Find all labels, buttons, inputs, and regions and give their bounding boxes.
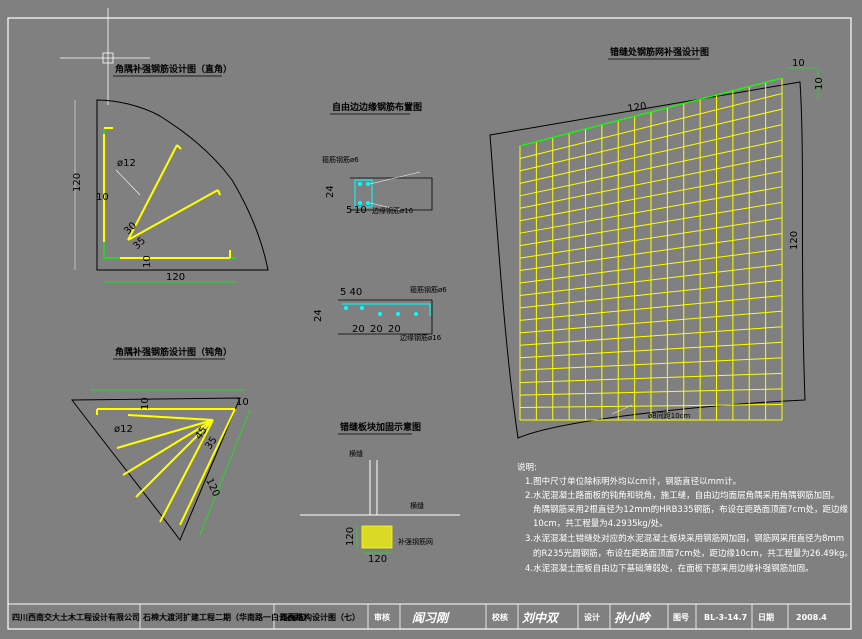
- mesh-horizontal-bar: [519, 357, 783, 371]
- acute-phi-label: ø12: [117, 158, 136, 169]
- obtuse-d120: 120: [203, 477, 221, 499]
- crosshair-cursor: [60, 8, 150, 105]
- acute-dim-side: 120: [72, 173, 83, 192]
- edge-top-dim-10: 10: [354, 205, 367, 216]
- joint-block-figure: 错缝板块加固示意图 横缝 横缝 补强钢筋网 120 120: [300, 421, 460, 565]
- mesh-horizontal-bar: [519, 388, 783, 396]
- mesh-top-edge: [519, 77, 783, 147]
- tb-date: 2008.4: [796, 613, 827, 622]
- mesh-horizontal-bar: [519, 217, 783, 259]
- joint-d120-v: 120: [345, 527, 356, 546]
- tb-design-label: 设计: [584, 612, 600, 622]
- joint-d120-h: 120: [368, 554, 387, 565]
- tb-design-signature: 孙小吟: [614, 611, 652, 625]
- acute-corner-figure: 角隅补强钢筋设计图（直角） 120 120 ø12 10 30 35 10: [72, 63, 269, 283]
- tb-drawing-name: 路面结构设计图（七）: [280, 612, 360, 622]
- mesh-d10-side: 10: [814, 77, 825, 90]
- acute-d10b: 10: [142, 255, 153, 268]
- seam-mesh-title: 错缝处钢筋网补强设计图: [610, 46, 709, 58]
- joint-label-c: 补强钢筋网: [398, 537, 433, 546]
- obtuse-corner-title: 角隅补强钢筋设计图（钝角）: [115, 346, 232, 358]
- edge-top-dim-24: 24: [325, 185, 336, 198]
- notes-line-7: 4.水泥混凝土面板自由边下基础薄弱处，在面板下部采用边缘补强钢筋加固。: [525, 563, 814, 574]
- edge-top-label-a: 箍筋钢筋ø6: [322, 155, 359, 164]
- mesh-horizontal-bar: [519, 326, 783, 346]
- notes-line-2: 2.水泥混凝土路面板的钝角和锐角，施工缝，自由边均面层角隅采用角隅钢筋加固。: [525, 490, 839, 501]
- seam-mesh-figure: 错缝处钢筋网补强设计图 10 10 120 120 ø8间距10cm: [489, 46, 825, 439]
- mesh-horizontal-bar: [519, 170, 783, 222]
- mesh-horizontal-bar: [519, 310, 783, 334]
- mesh-d10-top: 10: [792, 58, 805, 69]
- notes-line-1: 1.图中尺寸单位除标明外均以cm计，钢筋直径以mm计。: [525, 476, 741, 487]
- mesh-horizontal-bar: [519, 155, 783, 209]
- tb-project: 石棉大渡河扩建工程二期（华南路一白云西路）: [142, 612, 311, 622]
- joint-block-title: 错缝板块加固示意图: [340, 421, 421, 433]
- obtuse-d10b: 10: [236, 397, 249, 408]
- mesh-horizontal-bar: [519, 372, 783, 384]
- mesh-horizontal-bar: [519, 93, 783, 159]
- acute-d10a: 10: [96, 192, 109, 203]
- edge-bottom-label-a: 箍筋钢筋ø6: [410, 285, 447, 294]
- mesh-horizontal-bar: [519, 279, 783, 309]
- mesh-horizontal-bar: [519, 295, 783, 321]
- tb-date-label: 日期: [758, 612, 774, 622]
- obtuse-corner-figure: 角隅补强钢筋设计图（钝角） 10 ø12 10 45 35 120: [71, 346, 251, 541]
- notes-line-5: 3.水泥混凝土错缝处对应的水泥混凝土板块采用钢筋网加固，钢筋网采用直径为8mm: [525, 533, 844, 544]
- mesh-horizontal-bar: [519, 232, 783, 272]
- acute-dim-bottom: 120: [166, 272, 185, 283]
- mesh-d120-side: 120: [789, 231, 800, 250]
- tb-check-label: 校核: [492, 612, 508, 622]
- tb-figno: BL-3-14.7: [704, 613, 747, 622]
- notes-line-4: 10cm，共工程量为4.2935kg/处。: [533, 518, 668, 529]
- edge-bottom-dim-top: 5 40: [340, 287, 362, 298]
- title-block: 四川西南交大土木工程设计有限公司 石棉大渡河扩建工程二期（华南路一白云西路） 路…: [12, 604, 827, 629]
- notes-line-6: 的R235光圆钢筋，布设在距路面顶面7cm处，距边缘10cm，共工程量为26.4…: [533, 548, 853, 559]
- acute-corner-title: 角隅补强钢筋设计图（直角）: [115, 63, 232, 75]
- mesh-horizontal-bar: [519, 248, 783, 284]
- tb-figno-label: 图号: [673, 613, 689, 622]
- mesh-horizontal-bar: [519, 139, 783, 197]
- edge-bottom-dim-20c: 20: [388, 324, 401, 335]
- obtuse-d35: 35: [203, 435, 219, 452]
- mesh-grid: [519, 77, 783, 421]
- mesh-spacing-label: ø8间距10cm: [648, 412, 690, 420]
- notes-line-3: 角隅钢筋采用2根直径为12mm的HRB335钢筋，布设在距路面顶面7cm处，距边…: [533, 504, 849, 515]
- joint-label-a: 横缝: [349, 449, 363, 458]
- obtuse-d10: 10: [140, 397, 151, 410]
- mesh-horizontal-bar: [519, 264, 783, 296]
- tb-review-signature: 阎习刚: [412, 611, 450, 625]
- edge-bottom-dim-20b: 20: [370, 324, 383, 335]
- drawing-border: [7, 17, 852, 630]
- notes-heading: 说明:: [517, 462, 537, 473]
- joint-label-b: 横缝: [410, 501, 424, 510]
- obtuse-phi-label: ø12: [114, 424, 133, 435]
- mesh-horizontal-bar: [519, 108, 783, 172]
- mesh-horizontal-bar: [519, 186, 783, 234]
- edge-top-label-b: 边缘钢筋ø16: [372, 206, 414, 215]
- mesh-d120-top: 120: [627, 101, 648, 115]
- mesh-horizontal-bar: [519, 341, 783, 359]
- mesh-horizontal-bar: [519, 201, 783, 247]
- edge-rebar-figure: 自由边边缘钢筋布置图 箍筋钢筋ø6 边缘钢筋ø16 24 5 10 5 40 箍…: [313, 101, 447, 342]
- edge-bottom-dim-24: 24: [313, 309, 324, 322]
- tb-review-label: 审核: [374, 612, 390, 622]
- edge-rebar-title: 自由边边缘钢筋布置图: [332, 101, 422, 113]
- edge-top-dim-5: 5: [346, 205, 352, 216]
- mesh-horizontal-bar: [519, 124, 783, 184]
- edge-bottom-label-b: 边缘钢筋ø16: [400, 333, 442, 342]
- tb-company: 四川西南交大土木工程设计有限公司: [12, 612, 140, 622]
- notes-block: 说明: 1.图中尺寸单位除标明外均以cm计，钢筋直径以mm计。 2.水泥混凝土路…: [517, 462, 853, 574]
- tb-check-signature: 刘中双: [522, 611, 560, 625]
- mesh-horizontal-bar: [519, 403, 783, 409]
- edge-bottom-dim-20a: 20: [352, 324, 365, 335]
